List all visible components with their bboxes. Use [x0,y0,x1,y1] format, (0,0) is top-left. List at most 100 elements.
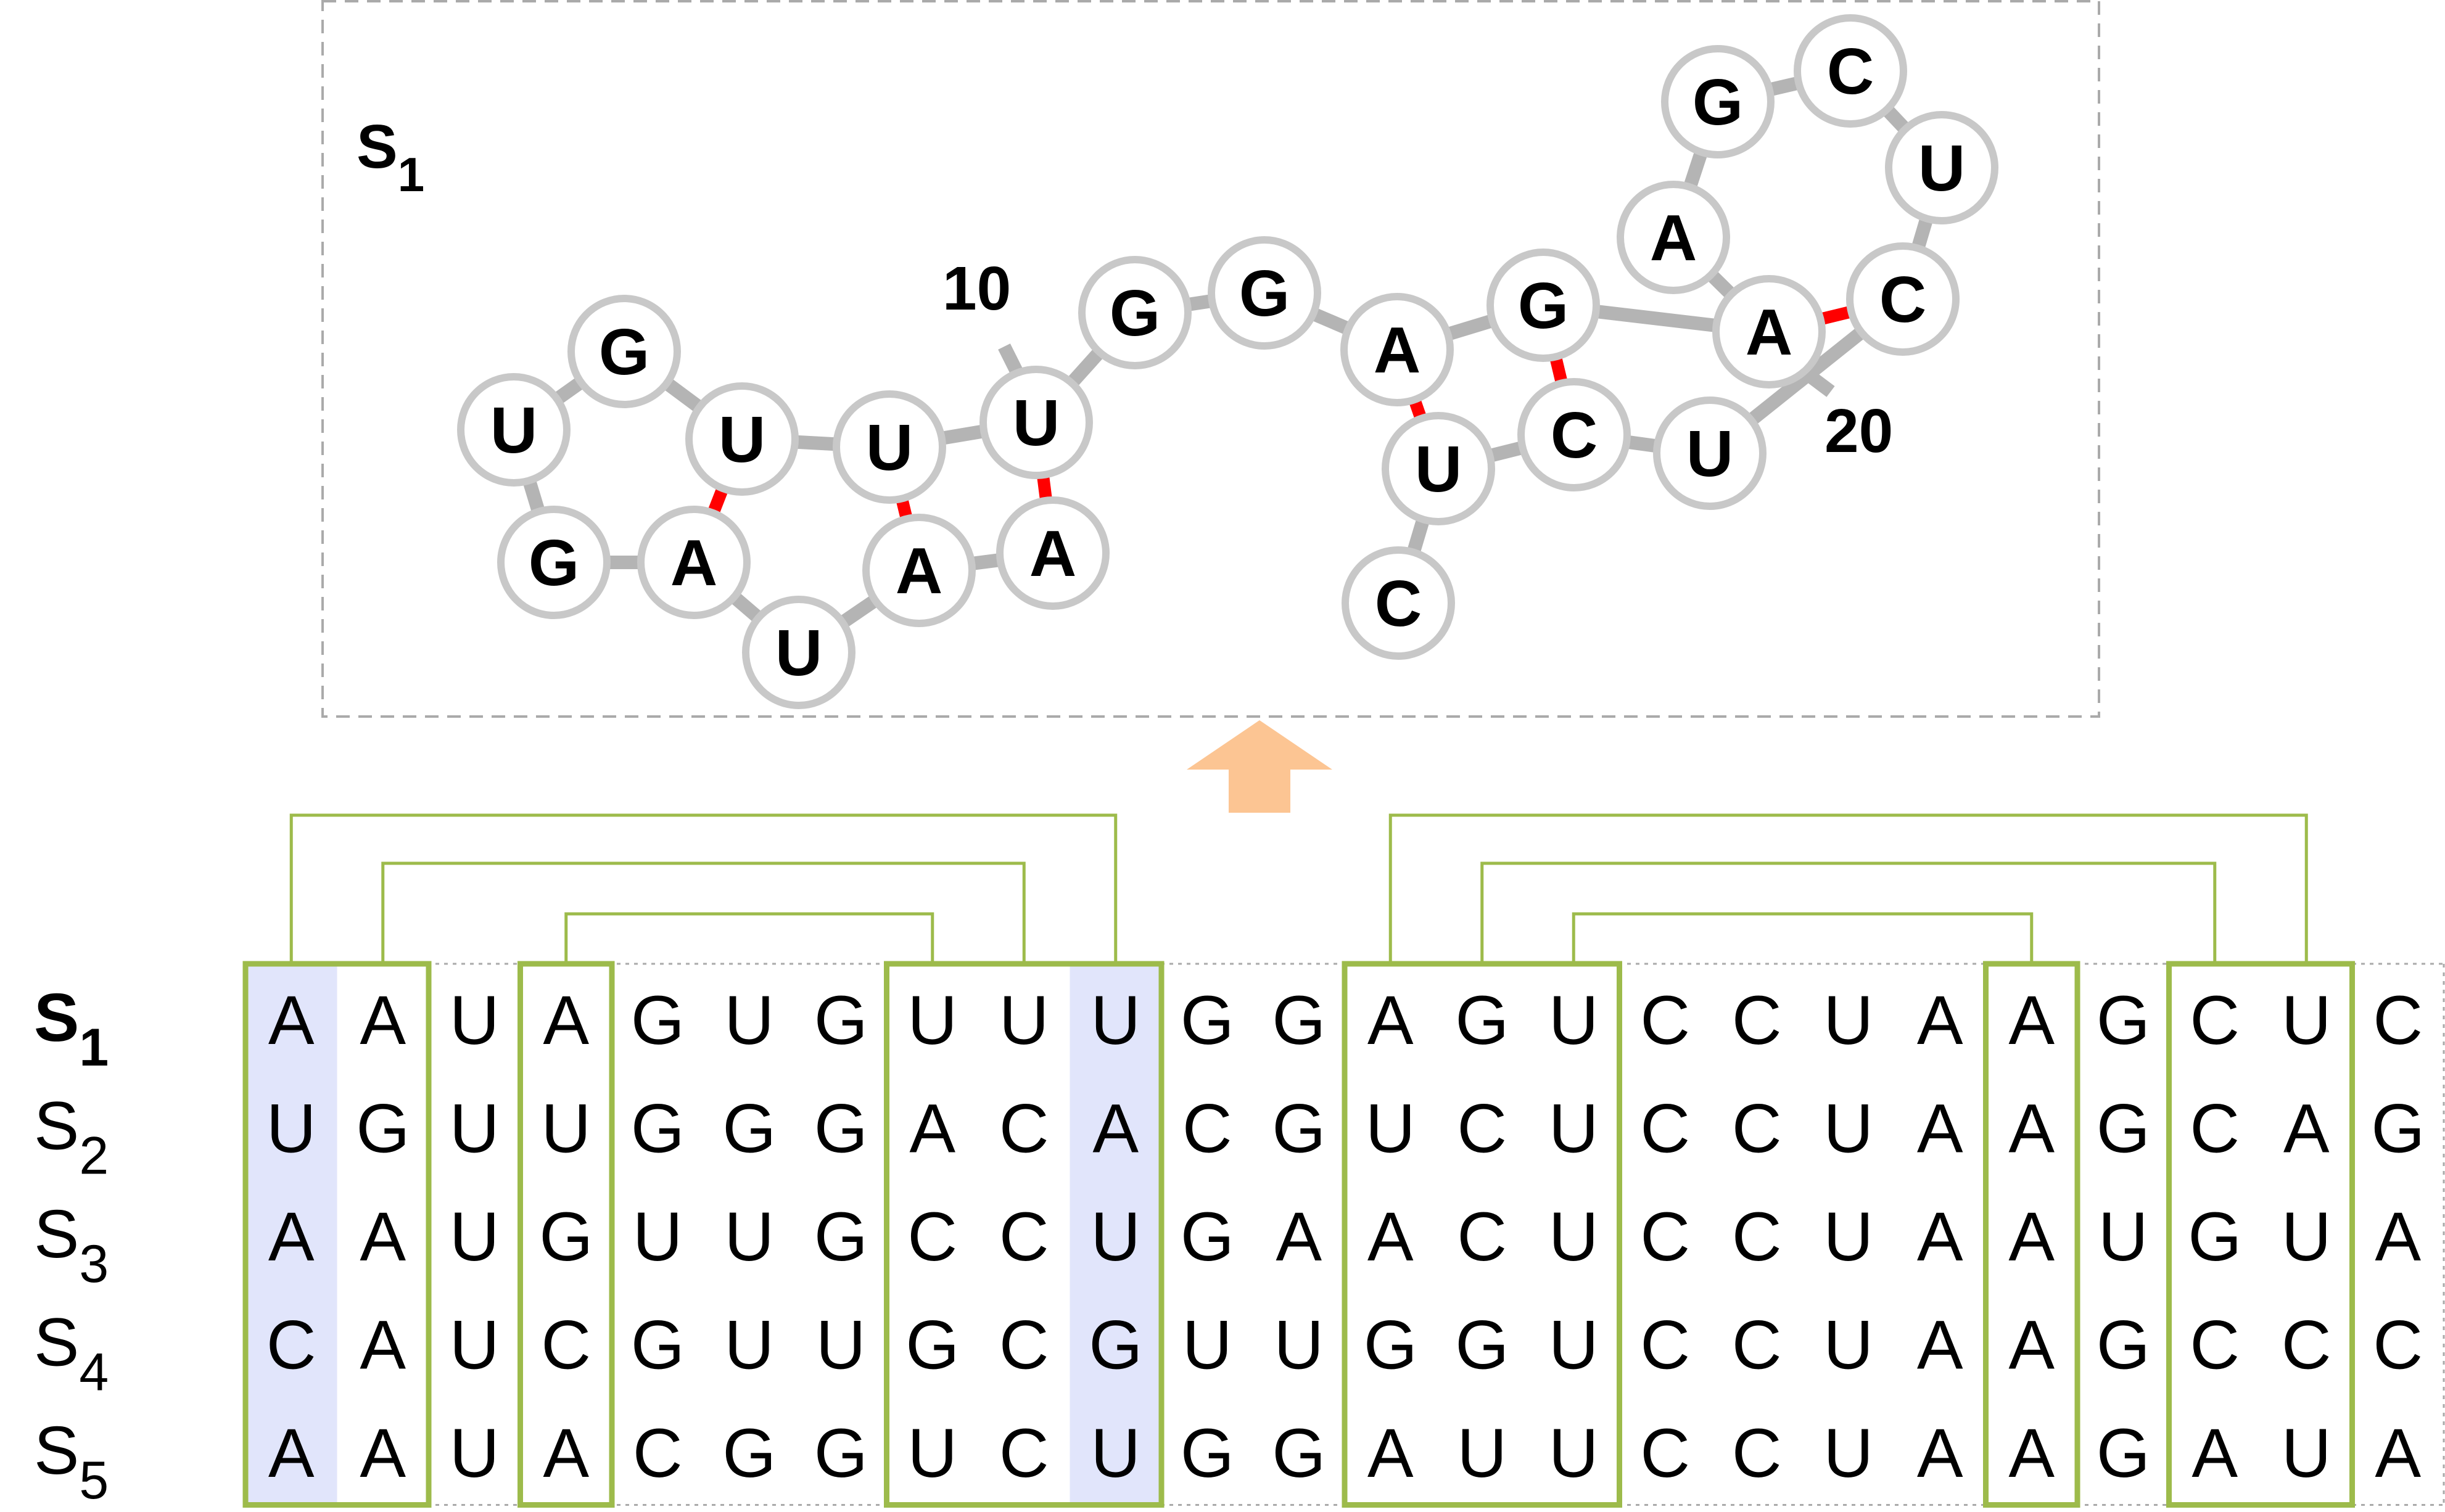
up-arrow-icon [1187,720,1332,813]
alignment-cell: G [2371,1090,2425,1167]
nucleotide-base: U [775,617,823,689]
nucleotide-circle [1846,242,1960,356]
position-label-20: 20 [1824,396,1893,466]
alignment-cell: U [1091,1198,1140,1275]
alignment-cell: A [909,1090,955,1167]
alignment-cell: G [1272,982,1326,1059]
alignment-cell: A [360,982,406,1059]
nucleotide-base: U [1918,132,1966,205]
alignment-cell: A [360,1415,406,1492]
nucleotide-circle [567,295,681,408]
alignment-cell: U [450,1198,500,1275]
alignment-cell: U [2282,1198,2332,1275]
alignment-cell: A [543,982,589,1059]
nucleotide-circle [1617,181,1730,294]
nucleotide-base: U [1013,387,1060,459]
alignment-cell: G [1089,1307,1142,1384]
alignment-cell: C [266,1307,316,1384]
nucleotide-circle [1078,256,1192,369]
alignment-cell: U [724,1307,774,1384]
alignment-cell: A [2008,1090,2055,1167]
alignment-cell: C [1732,1198,1782,1275]
alignment-cell: A [2008,1307,2055,1384]
alignment-cell: A [2191,1415,2238,1492]
nucleotide-node: A [862,514,976,627]
alignment-cell: G [2188,1198,2241,1275]
alignment-cell: U [1823,1415,1873,1492]
alignment-cell: G [631,1090,685,1167]
alignment-cell: G [2097,1090,2150,1167]
nucleotide-base: A [896,535,943,607]
alignment-cell: C [1732,1415,1782,1492]
alignment-cell: G [631,982,685,1059]
alignment-cell: U [541,1090,591,1167]
alignment-cell: G [631,1307,685,1384]
nucleotide-circle [1661,45,1775,158]
alignment-cell: A [1917,1307,1963,1384]
nucleotide-node: C [1517,378,1631,491]
alignment-cell: G [1455,1307,1509,1384]
nucleotide-circle [637,506,751,619]
alignment-cell: A [1917,1090,1963,1167]
alignment-cell: C [1640,1307,1690,1384]
nucleotide-base: A [1650,202,1697,274]
alignment-cell: U [1091,982,1140,1059]
alignment-cell: U [450,1307,500,1384]
alignment-cell: A [360,1307,406,1384]
nucleotide-base: A [1746,296,1793,369]
nucleotide-base: U [866,411,913,484]
alignment-cell: C [1640,1090,1690,1167]
alignment-cell: G [1455,982,1509,1059]
alignment-cell: C [1732,1090,1782,1167]
alignment-cell: A [2283,1090,2330,1167]
nucleotide-node: A [1712,275,1826,388]
nucleotide-node: U [685,382,799,496]
alignment-cell: U [1549,1198,1599,1275]
nucleotide-node: U [1885,111,1998,224]
alignment-cell: U [1549,1415,1599,1492]
alignment-cell: C [1640,1198,1690,1275]
nucleotide-base: C [1879,263,1927,336]
nucleotide-node: G [1486,249,1600,362]
nucleotide-base: U [1686,417,1734,490]
nucleotide-node: C [1342,546,1455,660]
alignment-highlight-layer [245,964,1161,1505]
alignment-cell: A [268,1415,315,1492]
alignment-cell: C [1457,1198,1507,1275]
alignment-cell: A [1917,982,1963,1059]
nucleotide-node: G [1078,256,1192,369]
alignment-cell: U [1457,1415,1507,1492]
nucleotide-circle [1885,111,1998,224]
stem-box [2166,961,2355,1508]
alignment-cell: G [1181,982,1234,1059]
alignment-cell: G [2097,1415,2150,1492]
alignment-cell: G [814,1198,868,1275]
pair-arc [289,813,1118,964]
position-tick-20 [1802,368,1835,397]
alignment-cell: C [999,1198,1049,1275]
nucleotide-base: U [490,394,538,467]
sequence-name: S4 [34,1305,109,1402]
nucleotide-circle [1517,378,1631,491]
conserved-column-highlight [1070,964,1161,1505]
nucleotide-node: U [1382,412,1495,525]
position-ticks [998,343,1835,397]
alignment-cell: U [816,1307,866,1384]
sequence-name: S5 [34,1413,109,1510]
alignment-cell: U [1549,1090,1599,1167]
alignment-cell: U [450,982,500,1059]
alignment-cell: C [2190,1090,2240,1167]
alignment-cell: U [450,1415,500,1492]
nucleotide-node: G [1208,236,1321,350]
nucleotide-circle [1486,249,1600,362]
nucleotide-circle [1208,236,1321,350]
alignment-cell: G [2097,982,2150,1059]
stem-box [242,961,432,1508]
nucleotide-circle [1342,546,1455,660]
alignment-cell: C [633,1415,683,1492]
alignment-cell: C [1640,1415,1690,1492]
nucleotide-circle [996,496,1110,610]
